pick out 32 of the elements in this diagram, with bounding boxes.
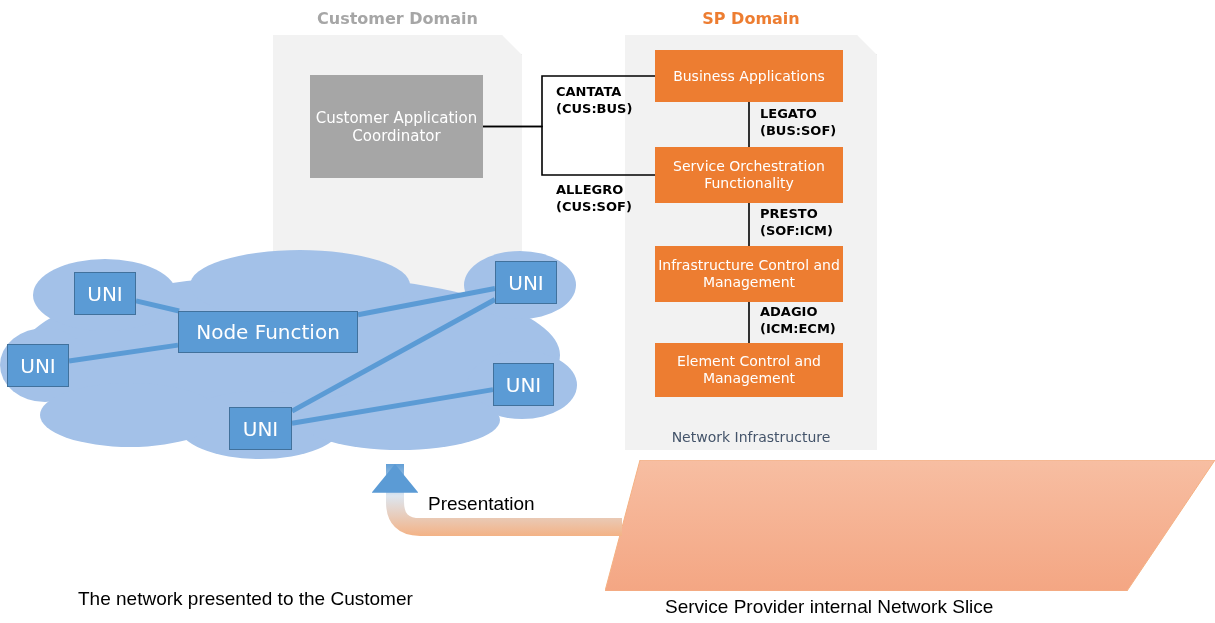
process-box: Service Orchestration Functionality xyxy=(655,147,843,203)
panel-heading: SP Domain xyxy=(701,9,801,28)
network-node-box: UNI xyxy=(229,407,292,450)
connector-line xyxy=(748,101,750,148)
process-box: Customer Application Coordinator xyxy=(310,75,483,178)
connector-line xyxy=(68,342,179,364)
network-node-box: UNI xyxy=(7,344,69,387)
connector-line xyxy=(748,202,750,247)
connector-line xyxy=(290,297,497,414)
caption-text: The network presented to the Customer xyxy=(78,588,413,610)
caption-text: Service Provider internal Network Slice xyxy=(665,596,994,618)
edge-label: CANTATA (CUS:BUS) xyxy=(556,84,634,118)
network-node-box: UNI xyxy=(495,261,557,304)
edge-label: PRESTO (SOF:ICM) xyxy=(760,206,834,240)
panel-footer-text: Network Infrastructure xyxy=(670,428,832,446)
network-node-box: UNI xyxy=(74,272,136,315)
edge-label: Presentation xyxy=(428,492,535,516)
connector-line xyxy=(291,387,494,426)
process-box: Element Control and Management xyxy=(655,343,843,397)
connector-line xyxy=(482,125,656,176)
connector-line xyxy=(748,301,750,344)
process-box: Business Applications xyxy=(655,50,843,102)
process-box: Infrastructure Control and Management xyxy=(655,246,843,302)
network-node-box: UNI xyxy=(493,363,554,406)
edge-label: LEGATO (BUS:SOF) xyxy=(760,106,838,140)
panel-heading: Customer Domain xyxy=(316,9,479,28)
edge-label: ADAGIO (ICM:ECM) xyxy=(760,304,837,338)
connector-line xyxy=(135,298,180,314)
connector-line xyxy=(357,286,496,318)
network-node-box: Node Function xyxy=(178,311,358,353)
block-arrow xyxy=(371,464,622,536)
edge-label: ALLEGRO (CUS:SOF) xyxy=(556,182,633,216)
